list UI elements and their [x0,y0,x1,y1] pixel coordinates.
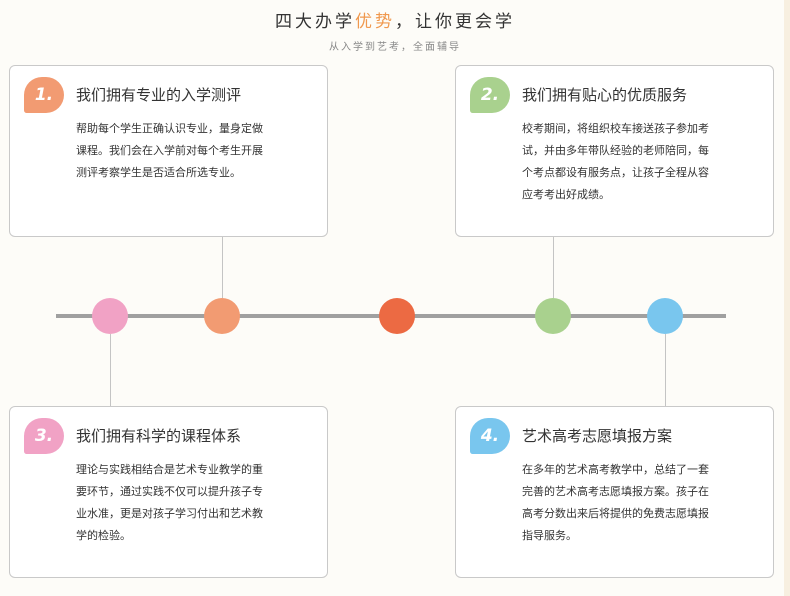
connector-line-2 [553,236,554,298]
connector-line-1 [222,236,223,298]
description-line: 要环节，通过实践不仅可以提升孩子专 [76,485,263,498]
description-line: 理论与实践相结合是艺术专业教学的重 [76,463,263,476]
badge-1: 1. [24,77,64,113]
advantage-card-1: 1. 我们拥有专业的入学测评 帮助每个学生正确认识专业，量身定做 课程。我们会在… [9,65,328,237]
description-line: 高考分数出来后将提供的免费志愿填报 [522,507,709,520]
card-description: 理论与实践相结合是艺术专业教学的重 要环节，通过实践不仅可以提升孩子专 业水准，… [76,459,263,547]
title-highlight: 优势 [355,12,395,32]
description-line: 试，并由多年带队经验的老师陪同，每 [522,144,709,157]
description-line: 指导服务。 [522,529,577,542]
description-line: 课程。我们会在入学前对每个考生开展 [76,144,263,157]
connector-line-4 [665,334,666,406]
advantage-card-3: 3. 我们拥有科学的课程体系 理论与实践相结合是艺术专业教学的重 要环节，通过实… [9,406,328,578]
description-line: 学的检验。 [76,529,131,542]
description-line: 测评考察学生是否适合所选专业。 [76,166,241,179]
description-line: 在多年的艺术高考教学中，总结了一套 [522,463,709,476]
title-suffix: ，让你更会学 [395,12,515,32]
description-line: 校考期间，将组织校车接送孩子参加考 [522,122,709,135]
description-line: 完善的艺术高考志愿填报方案。孩子在 [522,485,709,498]
connector-line-3 [110,334,111,406]
description-line: 个考点都设有服务点，让孩子全程从容 [522,166,709,179]
title-prefix: 四大办学 [275,12,355,32]
timeline-dot-blue [647,298,683,334]
description-line: 帮助每个学生正确认识专业，量身定做 [76,122,263,135]
card-description: 校考期间，将组织校车接送孩子参加考 试，并由多年带队经验的老师陪同，每 个考点都… [522,118,709,206]
right-edge-strip [784,0,790,596]
card-description: 帮助每个学生正确认识专业，量身定做 课程。我们会在入学前对每个考生开展 测评考察… [76,118,263,184]
description-line: 应考考出好成绩。 [522,188,610,201]
advantage-card-2: 2. 我们拥有贴心的优质服务 校考期间，将组织校车接送孩子参加考 试，并由多年带… [455,65,774,237]
page-title: 四大办学优势，让你更会学 [0,7,790,32]
card-title: 我们拥有科学的课程体系 [76,427,242,445]
card-title: 艺术高考志愿填报方案 [522,427,673,445]
badge-2: 2. [470,77,510,113]
timeline-dot-orange [204,298,240,334]
description-line: 业水准，更是对孩子学习付出和艺术教 [76,507,263,520]
timeline-dot-green [535,298,571,334]
advantage-card-4: 4. 艺术高考志愿填报方案 在多年的艺术高考教学中，总结了一套 完善的艺术高考志… [455,406,774,578]
badge-4: 4. [470,418,510,454]
timeline-dot-pink [92,298,128,334]
timeline-dot-red [379,298,415,334]
badge-3: 3. [24,418,64,454]
card-description: 在多年的艺术高考教学中，总结了一套 完善的艺术高考志愿填报方案。孩子在 高考分数… [522,459,709,547]
card-title: 我们拥有专业的入学测评 [76,86,242,104]
card-title: 我们拥有贴心的优质服务 [522,86,688,104]
page-subtitle: 从入学到艺考，全面辅导 [329,42,461,53]
